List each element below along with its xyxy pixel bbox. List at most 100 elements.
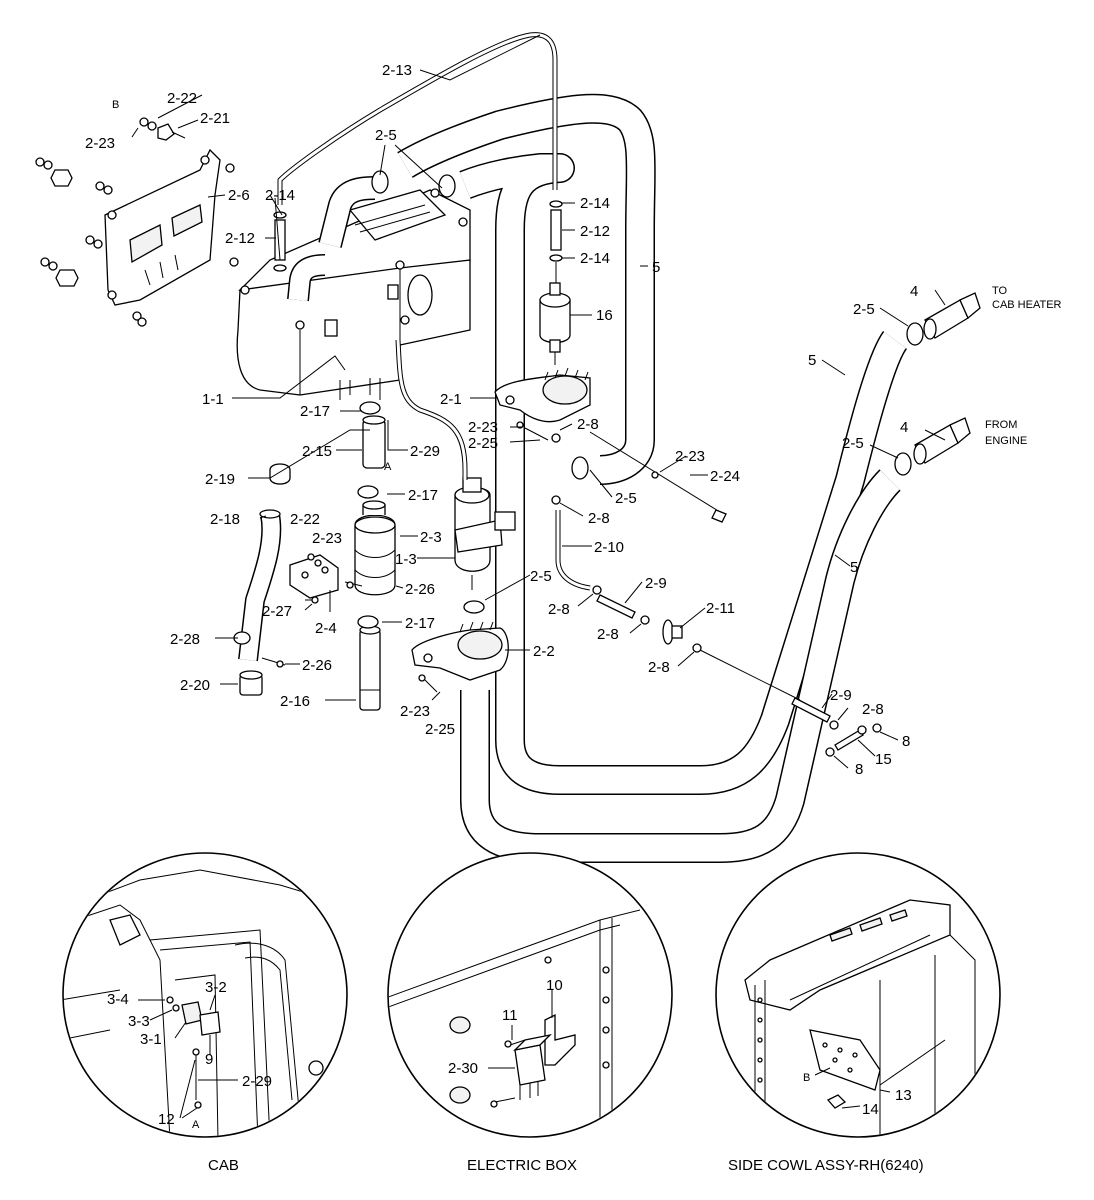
- label-2-9-upper: 2-9: [645, 575, 667, 592]
- label-2-26-muffler: 2-26: [405, 581, 435, 598]
- fuel-filter-16: [539, 282, 571, 365]
- label-2-6: 2-6: [228, 187, 250, 204]
- exhaust-pipe-2-15: [362, 415, 386, 469]
- detail-view-side-cowl: B 13 14 SIDE COWL ASSY-RH(6240): [715, 852, 1001, 1174]
- label-from: FROM: [985, 419, 1017, 431]
- label-2-11: 2-11: [706, 600, 735, 617]
- label-2-25-bottom: 2-25: [425, 721, 455, 738]
- exhaust-pipe-2-16: [359, 625, 381, 711]
- label-5-lower: 5: [850, 559, 858, 576]
- leader-lines: [131, 34, 946, 769]
- coolant-hose-5-main: [397, 93, 656, 485]
- label-2-8-c: 2-8: [648, 659, 670, 676]
- bolt-2-24: [589, 431, 727, 523]
- coolant-hose-5-upper: [459, 153, 908, 795]
- caption-cab: CAB: [208, 1157, 239, 1174]
- label-2-4: 2-4: [315, 620, 337, 637]
- fuel-pipe-2-12-right: [549, 200, 563, 290]
- muffler-bracket-2-4: [289, 554, 339, 599]
- label-2-1: 2-1: [440, 391, 462, 408]
- label-5-upper: 5: [808, 352, 816, 369]
- label-12: 12: [158, 1111, 175, 1128]
- label-2-12-right: 2-12: [580, 223, 610, 240]
- label-2-12-left: 2-12: [225, 230, 255, 247]
- label-2-8-a: 2-8: [548, 601, 570, 618]
- label-2-29-cab: 2-29: [242, 1073, 272, 1090]
- label-cab-heater: CAB HEATER: [992, 299, 1062, 311]
- label-2-13: 2-13: [382, 62, 412, 79]
- heater-unit-1-1: [236, 188, 471, 400]
- fuel-pipe-2-9-lower: [699, 649, 831, 723]
- label-2-8-d: 2-8: [862, 701, 884, 718]
- mounting-bracket-2-6: [104, 148, 221, 306]
- label-2-17-bottom: 2-17: [405, 615, 435, 632]
- heater-elbow-pipes: [287, 176, 376, 302]
- label-2-23-muffler: 2-23: [312, 530, 342, 547]
- label-2-8-b: 2-8: [597, 626, 619, 643]
- label-2-5-pump: 2-5: [615, 490, 637, 507]
- label-15: 15: [875, 751, 892, 768]
- label-14: 14: [862, 1101, 879, 1118]
- label-11: 11: [502, 1007, 518, 1024]
- label-5-vertical: 5: [652, 259, 660, 276]
- label-2-14-right-top: 2-14: [580, 195, 610, 212]
- label-16: 16: [596, 307, 613, 324]
- label-8-right: 8: [902, 733, 910, 750]
- coolant-hose-5-lower: [460, 469, 901, 863]
- small-clamps-2-8: [551, 433, 839, 730]
- label-2-8-top: 2-8: [577, 416, 599, 433]
- label-to: TO: [992, 285, 1008, 297]
- label-2-5-cab: 2-5: [853, 301, 875, 318]
- label-2-3: 2-3: [420, 529, 442, 546]
- part-labels: 2-13 B 2-22 2-21 2-23 2-5 2-6 2-14 2-12 …: [85, 62, 1062, 778]
- label-2-14-left: 2-14: [265, 187, 295, 204]
- label-2-23-mid: 2-23: [468, 419, 498, 436]
- label-2-9-lower: 2-9: [830, 687, 852, 704]
- label-2-25-mid: 2-25: [468, 435, 498, 452]
- label-2-22-top: 2-22: [167, 90, 197, 107]
- label-2-21: 2-21: [200, 110, 230, 127]
- detail-view-electric-box: 10 11 2-30 ELECTRIC BOX: [387, 852, 673, 1174]
- label-b-top: B: [112, 99, 119, 111]
- fitting-4-to-cab: [923, 292, 981, 340]
- detail-view-cab: 3-2 3-4 3-3 3-1 9 2-29 12 A CAB: [62, 852, 348, 1174]
- wire-harness: [395, 339, 468, 480]
- fuel-line-2-13: [277, 32, 558, 205]
- label-3-4: 3-4: [107, 991, 129, 1008]
- label-2-26-bottom: 2-26: [302, 657, 332, 674]
- hose-bracket-2-2: [411, 621, 509, 681]
- label-2-10: 2-10: [594, 539, 624, 556]
- label-9: 9: [205, 1051, 213, 1068]
- label-2-17-mid: 2-17: [408, 487, 438, 504]
- label-2-18: 2-18: [210, 511, 240, 528]
- label-a-main: A: [384, 461, 392, 473]
- label-b-cowl: B: [803, 1072, 810, 1084]
- label-2-17-top: 2-17: [300, 403, 330, 420]
- label-4-from-engine: 4: [900, 419, 908, 436]
- label-engine: ENGINE: [985, 435, 1027, 447]
- label-2-23-top: 2-23: [85, 135, 115, 152]
- label-1-1: 1-1: [202, 391, 224, 408]
- label-3-1: 3-1: [140, 1031, 162, 1048]
- label-1-3: 1-3: [395, 551, 417, 568]
- label-a-cab: A: [192, 1119, 200, 1131]
- label-8-bottom: 8: [855, 761, 863, 778]
- label-2-30: 2-30: [448, 1060, 478, 1077]
- label-2-20: 2-20: [180, 677, 210, 694]
- label-3-3: 3-3: [128, 1013, 150, 1030]
- caption-electric-box: ELECTRIC BOX: [467, 1157, 577, 1174]
- fitting-4-from-engine: [913, 417, 971, 465]
- fuel-line-2-10: [555, 510, 591, 591]
- label-2-23-bottom: 2-23: [400, 703, 430, 720]
- exhaust-hose-2-18: [238, 509, 282, 662]
- label-3-2: 3-2: [205, 979, 227, 996]
- fuel-pump-1-3: [454, 477, 516, 590]
- label-2-28: 2-28: [170, 631, 200, 648]
- label-13: 13: [895, 1087, 912, 1104]
- label-2-23-right: 2-23: [675, 448, 705, 465]
- fuel-pipe-2-12-left: [273, 211, 287, 272]
- muffler-2-3: [354, 500, 396, 596]
- label-10: 10: [546, 977, 563, 994]
- label-2-5-bottom: 2-5: [530, 568, 552, 585]
- misc-bolts: [261, 421, 549, 693]
